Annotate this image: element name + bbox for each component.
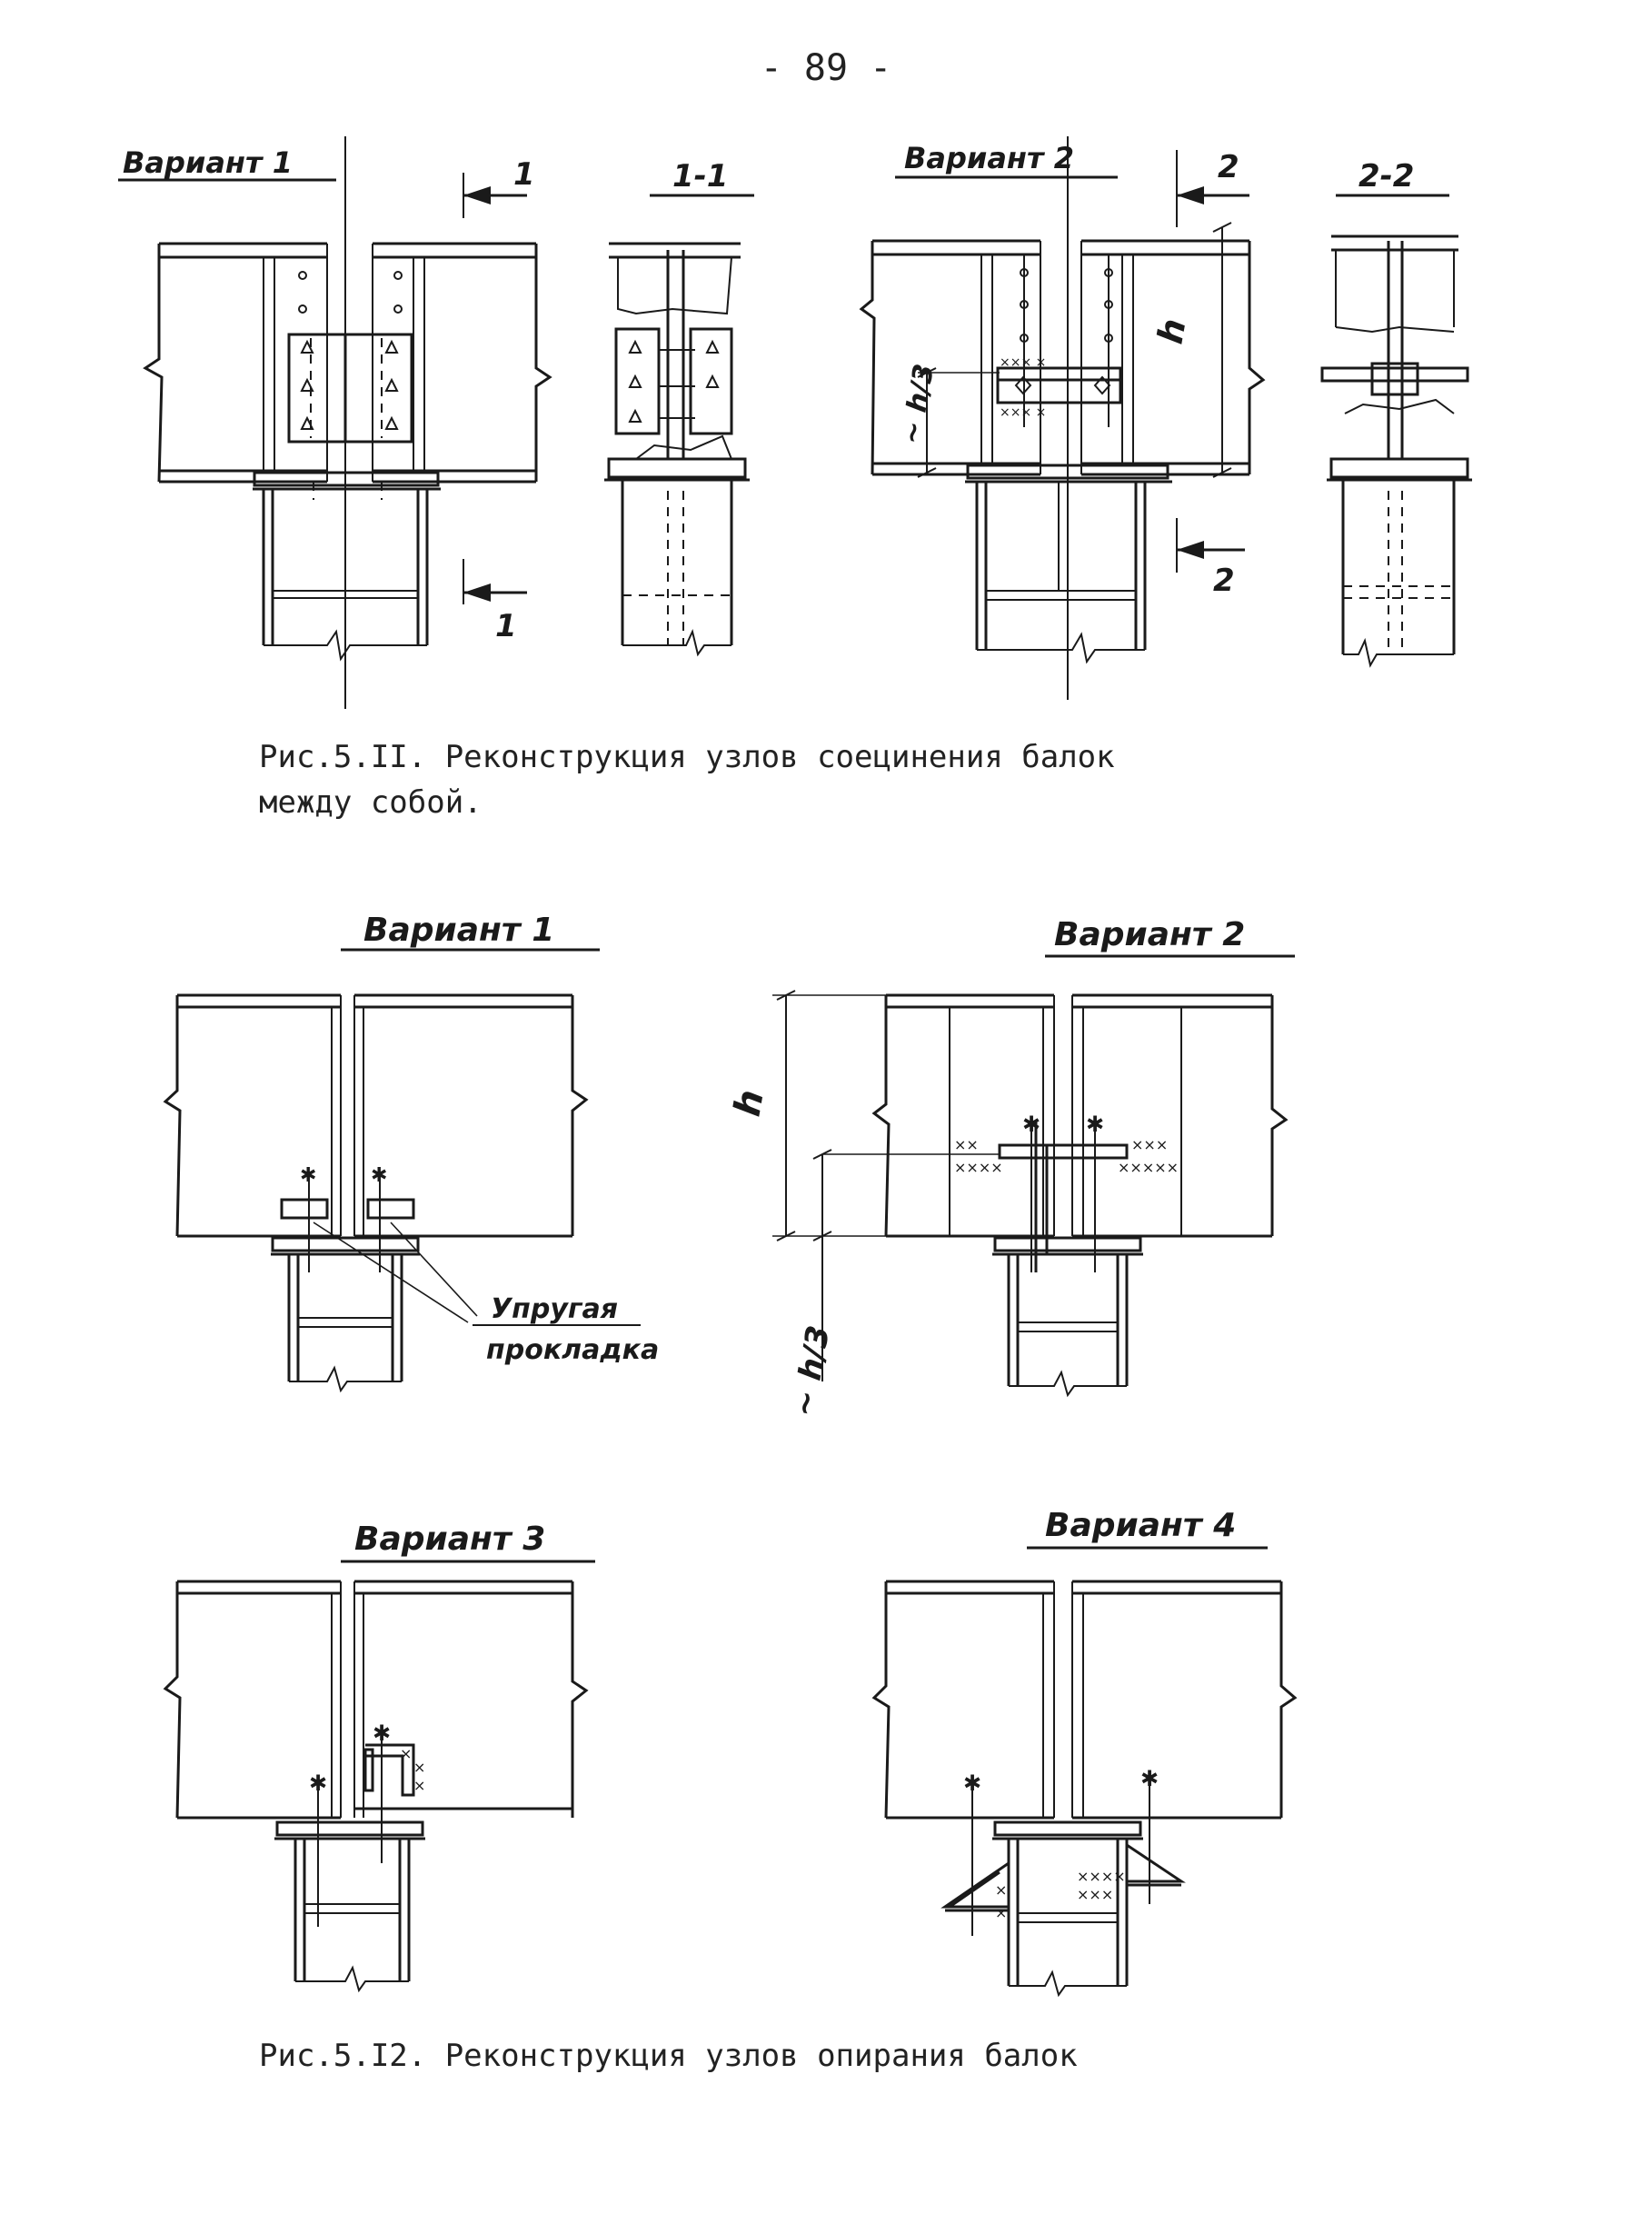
fig11-variant2-label: Вариант 2: [904, 141, 1074, 175]
fig12-variant3: Вариант 3 × × × ✱ ✱: [163, 1521, 595, 1993]
cut2-arrow-top: [1177, 186, 1204, 204]
fig12-variant2: Вариант 2 ✱ ✱ ×× ×××× ×: [727, 916, 1295, 1420]
cut2-mark-bottom: 2: [1213, 563, 1235, 599]
svg-text:×: ×: [400, 1745, 412, 1762]
fig12-dim-h: h: [727, 1087, 772, 1120]
fig12-variant4-label: Вариант 4: [1045, 1507, 1236, 1544]
svg-text:××× ×: ××× ×: [1000, 405, 1046, 420]
fig11-section-2-2: 2-2: [1320, 158, 1472, 668]
fig12-variant3-label: Вариант 3: [354, 1521, 545, 1558]
svg-text:✱: ✱: [309, 1770, 327, 1796]
svg-text:✱: ✱: [371, 1164, 387, 1187]
fig12-variant4: Вариант 4: [871, 1507, 1298, 1998]
svg-text:××: ××: [954, 1136, 979, 1153]
figure-5-11-caption: Рис.5.II. Реконструкция узлов соецинения…: [259, 734, 1259, 825]
figure-5-11-caption-line1: Рис.5.II. Реконструкция узлов соецинения…: [259, 739, 1115, 775]
svg-text:×××: ×××: [1077, 1886, 1113, 1903]
svg-text:×: ×: [995, 1881, 1007, 1899]
gasket-label-1: Упругая: [491, 1293, 618, 1325]
svg-text:✱: ✱: [963, 1770, 981, 1796]
figure-5-12-caption: Рис.5.I2. Реконструкция узлов опирания б…: [259, 2038, 1078, 2074]
fig11-variant1: Вариант 1: [118, 136, 552, 709]
fig11-dim-h3: ~ h/3: [895, 362, 940, 447]
svg-text:×: ×: [995, 1904, 1007, 1921]
fig11-variant2: Вариант 2: [859, 136, 1266, 700]
svg-text:✱: ✱: [1086, 1112, 1104, 1137]
section1-label: 1-1: [672, 158, 728, 194]
gasket-label-2: прокладка: [486, 1334, 659, 1366]
svg-text:×××: ×××: [1131, 1136, 1168, 1153]
svg-text:✱: ✱: [1022, 1112, 1040, 1137]
cut1-arrow-top: [463, 186, 491, 204]
fig12-variant2-label: Вариант 2: [1054, 916, 1245, 953]
cut2-arrow-bottom: [1177, 541, 1204, 559]
svg-text:×××××: ×××××: [1118, 1159, 1179, 1176]
fig12-variant1-label: Вариант 1: [363, 912, 554, 949]
svg-text:××× ×: ××× ×: [1000, 355, 1046, 370]
cut1-mark-bottom: 1: [495, 608, 517, 644]
page-number: - 89 -: [760, 47, 892, 89]
section2-label: 2-2: [1358, 158, 1414, 194]
svg-text:✱: ✱: [300, 1164, 316, 1187]
cut2-mark-top: 2: [1218, 149, 1239, 185]
cut1-arrow-bottom: [463, 583, 491, 602]
figure-5-11-caption-line2: между собой.: [259, 784, 483, 821]
fig11-dim-h: h: [1150, 315, 1194, 346]
fig12-dim-h3: ~ h/3: [785, 1323, 837, 1420]
svg-text:××××: ××××: [954, 1159, 1003, 1176]
fig11-variant1-label: Вариант 1: [123, 145, 293, 180]
svg-text:×: ×: [413, 1777, 425, 1794]
cut1-mark-top: 1: [513, 156, 535, 193]
fig11-section-1-1: 1-1: [604, 158, 754, 657]
fig12-variant1: Вариант 1 ✱ ✱: [163, 912, 659, 1393]
svg-text:✱: ✱: [1140, 1766, 1159, 1791]
svg-text:×: ×: [413, 1759, 425, 1776]
svg-text:××××: ××××: [1077, 1868, 1126, 1885]
svg-text:✱: ✱: [373, 1720, 391, 1746]
